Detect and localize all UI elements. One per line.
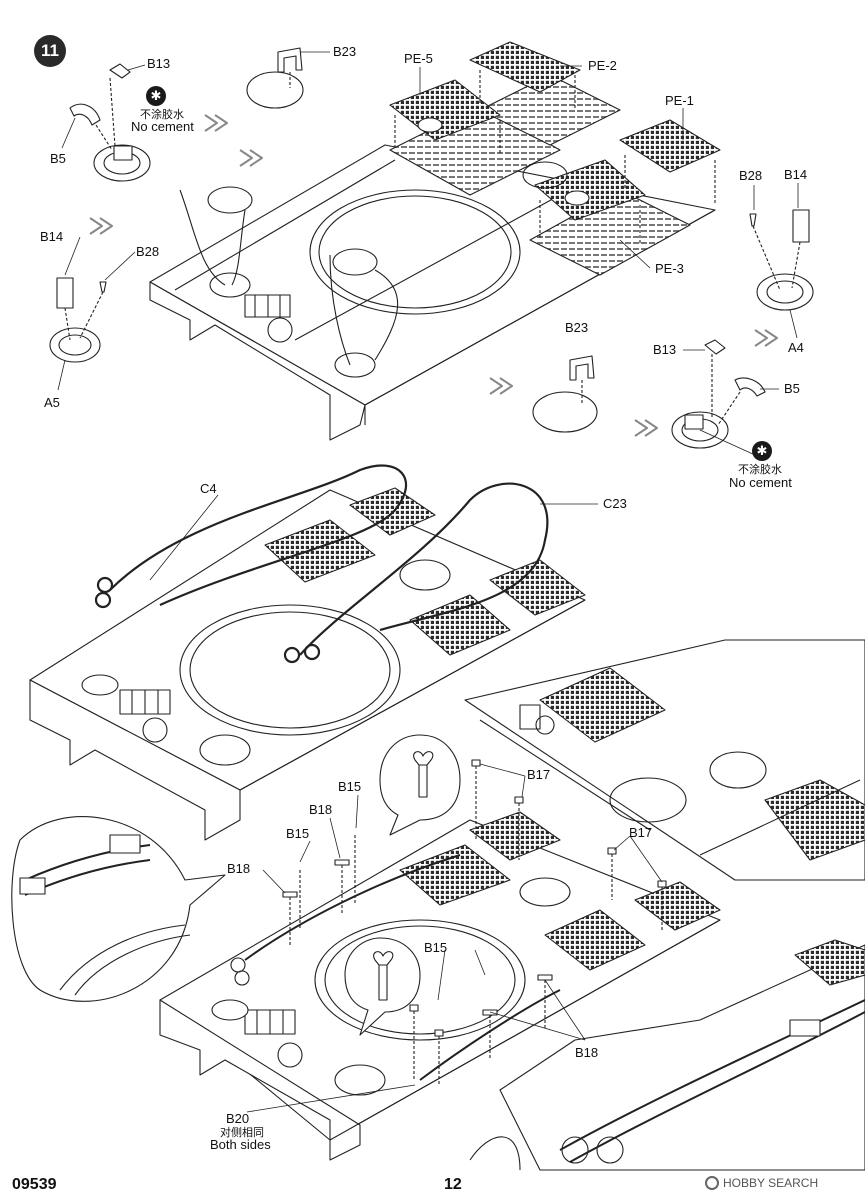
top-deck-hatches <box>179 71 598 433</box>
pe-mesh-parts <box>389 41 721 221</box>
top-engine-deck-grilles <box>389 74 691 276</box>
label-b23-top: B23 <box>333 44 357 59</box>
direction-arrows <box>89 114 778 437</box>
label-b14-right: B14 <box>784 167 808 182</box>
label-b15-a: B15 <box>338 779 362 794</box>
bottom-deck-mesh-grilles <box>399 811 721 971</box>
no-cement-icon: ✱ <box>146 86 166 106</box>
detail-inset-right <box>464 639 865 881</box>
middle-deck-hull <box>29 489 586 841</box>
note-no-cement-en: No cement <box>131 119 194 134</box>
label-a4: A4 <box>788 340 804 355</box>
label-pe1: PE-1 <box>665 93 694 108</box>
detail-circle-left <box>11 816 226 1002</box>
bottom-guide-lines <box>289 766 663 1085</box>
product-code: 09539 <box>12 1176 57 1193</box>
note-both-sides-cn: 对侧相同 <box>220 1127 264 1139</box>
label-b5-top: B5 <box>50 151 66 166</box>
note-no-cement-en: No cement <box>729 475 792 490</box>
note-both-sides-en: Both sides <box>210 1137 271 1152</box>
label-b17-b: B17 <box>629 825 653 840</box>
label-a5: A5 <box>44 395 60 410</box>
mid-right-periscope-assembly <box>671 339 766 449</box>
bottom-deck-fittings <box>211 854 571 1096</box>
watermark-logo-icon <box>705 1176 719 1190</box>
label-pe3: PE-3 <box>655 261 684 276</box>
leader-lines <box>57 51 799 1113</box>
wingnut-callout-top <box>379 734 461 836</box>
note-no-cement-cn: 不涂胶水 <box>140 109 184 121</box>
no-cement-icon: ✱ <box>752 441 772 461</box>
label-b13-mid: B13 <box>653 342 677 357</box>
watermark-text: HOBBY SEARCH <box>723 1176 819 1190</box>
wingnut-callout-bottom <box>344 937 421 1036</box>
label-pe2: PE-2 <box>588 58 617 73</box>
right-periscope-a4 <box>749 209 814 311</box>
left-periscope-a5 <box>49 277 107 363</box>
label-b20: B20 <box>226 1111 250 1126</box>
label-b15-b: B15 <box>286 826 310 841</box>
asterisk-glyph: ✱ <box>150 88 162 103</box>
watermark: HOBBY SEARCH <box>705 1176 818 1190</box>
label-c4: C4 <box>200 481 217 496</box>
label-pe5: PE-5 <box>404 51 433 66</box>
label-b5-mid: B5 <box>784 381 800 396</box>
label-b28-left: B28 <box>136 244 160 259</box>
top-left-periscope-assembly <box>69 63 151 182</box>
label-b17-a: B17 <box>527 767 551 782</box>
label-b14-left: B14 <box>40 229 64 244</box>
label-c23: C23 <box>603 496 627 511</box>
label-b18-c: B18 <box>575 1045 599 1060</box>
middle-deck-fittings <box>81 559 451 766</box>
note-no-cement-cn: 不涂胶水 <box>738 464 782 476</box>
asterisk-glyph: ✱ <box>756 443 768 458</box>
page-number: 12 <box>444 1176 462 1193</box>
b23-hatch-parts <box>277 47 595 405</box>
label-b18-a: B18 <box>309 802 333 817</box>
label-b18-b: B18 <box>227 861 251 876</box>
tow-cables <box>94 464 549 664</box>
detail-inset-bottom-right <box>469 939 865 1171</box>
label-b28-right: B28 <box>739 168 763 183</box>
label-b13-top: B13 <box>147 56 171 71</box>
label-b15-c: B15 <box>424 940 448 955</box>
step-number-badge: 11 <box>34 35 66 67</box>
middle-deck-mesh-grilles <box>264 487 586 656</box>
label-b23-mid: B23 <box>565 320 589 335</box>
pe-guide-lines <box>394 70 716 245</box>
